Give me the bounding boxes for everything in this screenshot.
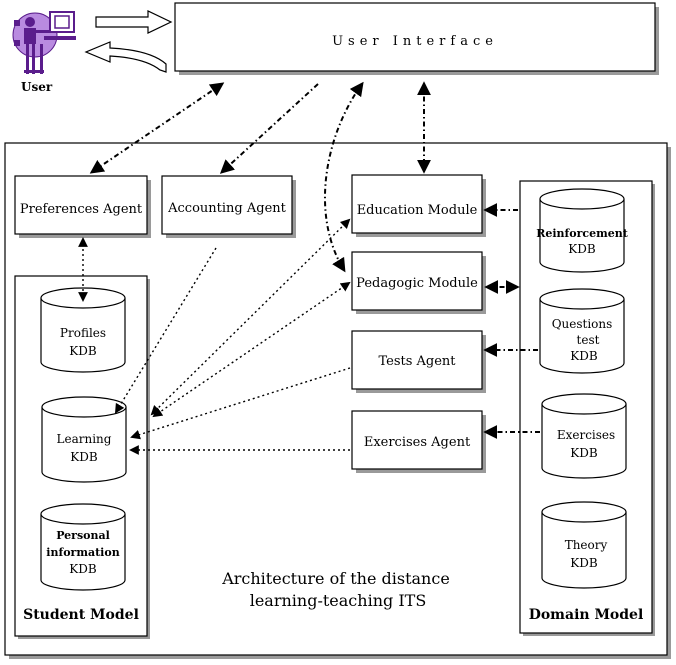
caption-line-1: Architecture of the distance [221,569,450,588]
personal-kdb-line3: KDB [69,562,97,576]
exercises-agent-label: Exercises Agent [364,435,471,450]
education-module-label: Education Module [357,203,478,218]
student-model-label: Student Model [23,607,139,623]
user-to-interface-arrow [95,10,173,34]
reinforcement-kdb-line1: Reinforcement [536,227,629,240]
domain-model-label: Domain Model [529,607,644,623]
tests-agent-label: Tests Agent [378,354,456,369]
connector-pedagogic-learning [152,281,351,418]
reinforcement-kdb-cylinder [539,188,625,273]
user-label: User [21,80,53,94]
personal-information-kdb-cylinder [40,503,126,591]
profiles-kdb-cylinder [40,287,126,373]
learning-kdb-cylinder [41,396,127,483]
pedagogic-module-box [351,251,483,311]
user-interface-box [174,2,656,72]
questions-kdb-line2: test [577,333,600,347]
profiles-kdb-line1: Profiles [60,326,106,340]
pedagogic-module-label: Pedagogic Module [356,276,478,291]
theory-kdb-line2: KDB [570,556,598,570]
preferences-agent-label: Preferences Agent [20,202,143,217]
exercises-kdb-line2: KDB [570,446,598,460]
user-interface-label: User Interface [332,34,498,49]
questions-kdb-line1: Questions [552,317,613,331]
exercises-kdb-cylinder [541,393,627,479]
tests-agent-box [351,330,483,390]
theory-kdb-line1: Theory [565,538,608,552]
user-icon [12,11,76,74]
accounting-agent-label: Accounting Agent [167,201,287,216]
exercises-agent-box [351,410,483,470]
reinforcement-kdb-line2: KDB [568,242,596,256]
personal-kdb-line2: information [46,546,119,559]
connector-ui-preferences [89,82,225,174]
caption-line-2: learning-teaching ITS [250,591,427,610]
questions-kdb-line3: KDB [570,349,598,363]
theory-kdb-cylinder [541,501,627,589]
learning-kdb-line2: KDB [70,450,98,464]
exercises-kdb-line1: Exercises [557,428,615,442]
connector-ui-accounting [219,83,319,174]
education-module-box [351,174,483,234]
interface-to-user-arrow [84,41,167,73]
preferences-agent-box [14,175,148,235]
personal-kdb-line1: Personal [56,529,110,542]
questions-test-kdb-cylinder [539,288,625,374]
profiles-kdb-line2: KDB [69,344,97,358]
connector-tests-learning [130,367,351,440]
learning-kdb-line1: Learning [57,432,112,446]
